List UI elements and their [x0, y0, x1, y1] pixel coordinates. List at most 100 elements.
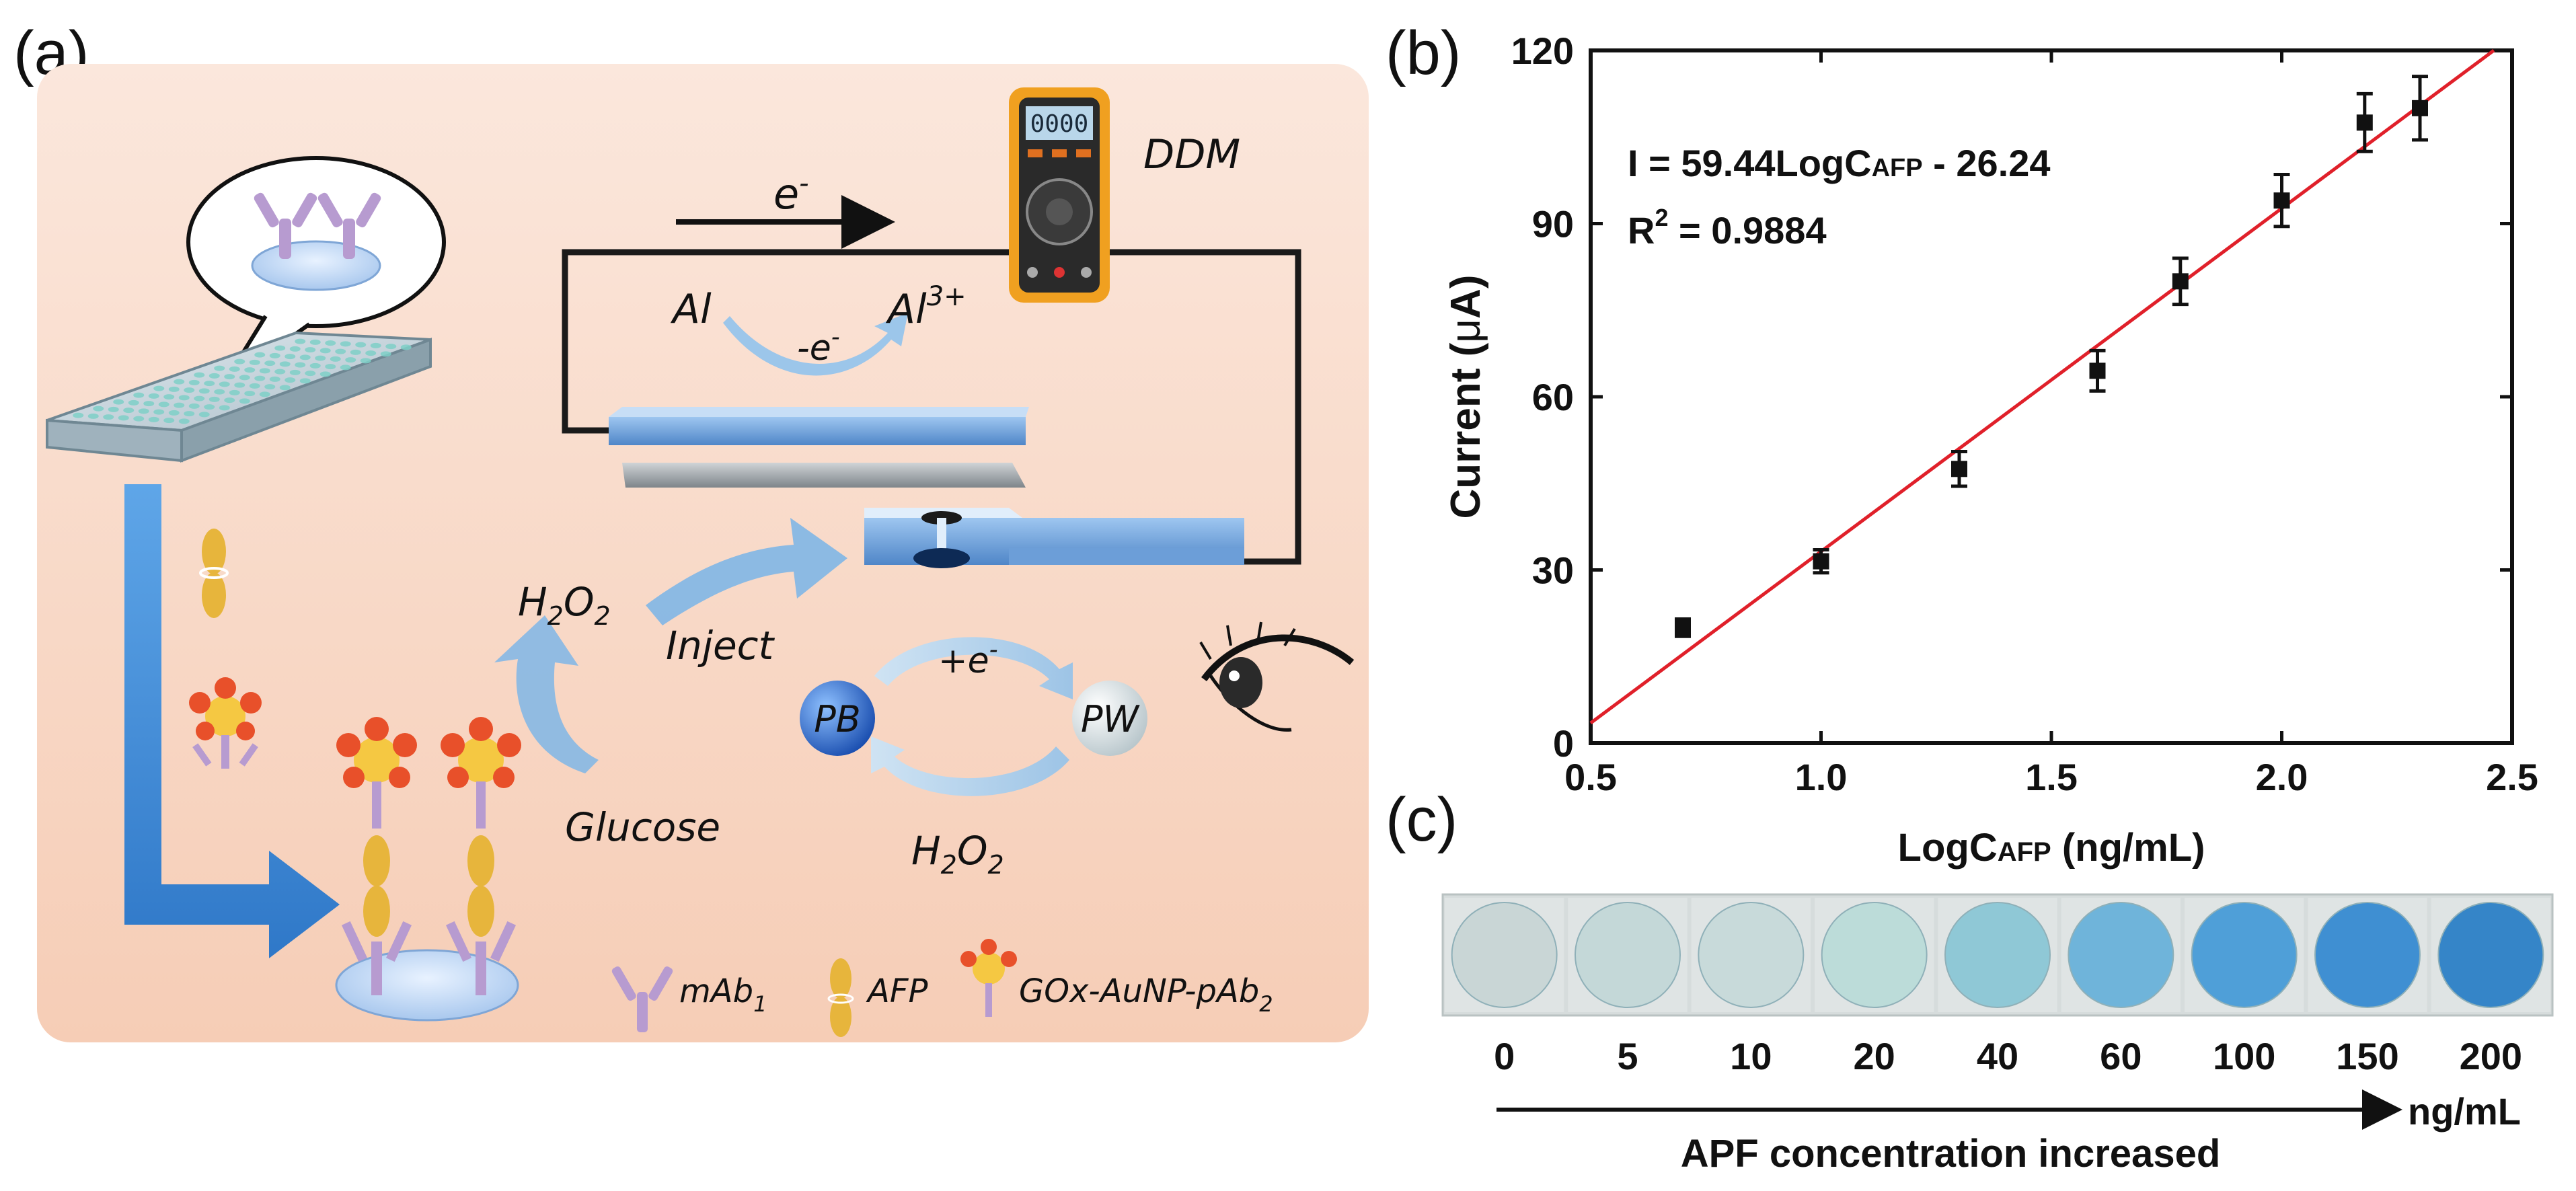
color-spot	[2314, 902, 2421, 1008]
ddm-label: DDM	[1143, 131, 1240, 178]
substrate-oval	[251, 240, 381, 291]
well	[148, 416, 159, 422]
well	[259, 368, 270, 374]
microplate	[46, 331, 432, 463]
well	[400, 344, 412, 350]
svg-text:PB: PB	[814, 698, 861, 740]
well	[254, 375, 266, 381]
well	[229, 389, 240, 395]
well	[239, 375, 250, 381]
x-tick-label: 1.5	[2025, 756, 2078, 798]
data-point	[2273, 192, 2290, 209]
color-spot	[2191, 902, 2298, 1008]
pw-node: PW	[1072, 681, 1147, 756]
color-spot	[2068, 902, 2174, 1008]
well	[254, 352, 266, 358]
speech-bubble	[186, 156, 446, 389]
well	[214, 389, 225, 395]
legend-afp	[827, 958, 854, 1037]
well	[274, 369, 286, 375]
well	[204, 381, 215, 387]
svg-text:PW: PW	[1081, 698, 1141, 740]
x-tick-label: 1.0	[1795, 756, 1848, 798]
well	[153, 409, 165, 415]
unit-label: ng/mL	[2408, 1090, 2521, 1132]
multimeter: 0000	[1009, 87, 1110, 303]
gox-aunp-pab-icon	[189, 677, 262, 769]
well	[319, 371, 331, 377]
antibody-icon	[254, 192, 317, 259]
well	[128, 399, 139, 406]
legend-gox-label: GOx-AuNP-pAb2	[1019, 972, 1273, 1017]
y-tick-label: 0	[1553, 722, 1574, 765]
y-axis-label: Current (μA)	[1443, 275, 1489, 519]
y-tick-label: 90	[1532, 203, 1574, 245]
oxidation-arrow-bottom	[871, 736, 1069, 796]
electron-label: e-	[773, 168, 809, 219]
well	[209, 373, 220, 379]
reduction-arrow-top	[874, 637, 1073, 699]
colorimetric-strip	[1441, 893, 2554, 1017]
well	[163, 394, 175, 400]
well	[224, 374, 235, 380]
caption-label: APF concentration increased	[1681, 1132, 2221, 1176]
color-spot	[1698, 902, 1805, 1008]
well	[355, 342, 367, 348]
color-spot	[1575, 902, 1681, 1008]
r2-label: R2 = 0.9884	[1628, 204, 1827, 252]
data-point	[1813, 553, 1829, 570]
process-arrow	[124, 484, 340, 958]
well	[289, 346, 301, 352]
well	[219, 381, 230, 387]
well	[279, 385, 291, 391]
well	[264, 384, 276, 390]
well	[133, 392, 145, 398]
x-tick-label: 2.0	[2256, 756, 2308, 798]
well	[315, 355, 326, 361]
well	[108, 406, 119, 412]
legend-mab	[611, 966, 673, 1032]
well	[153, 385, 165, 391]
well	[158, 401, 169, 408]
concentration-label: 150	[2336, 1035, 2398, 1077]
well	[295, 338, 306, 344]
aluminum-electrode	[609, 407, 1029, 445]
al-label: Al	[670, 286, 712, 333]
antibody-icon	[317, 192, 381, 259]
afp-icon	[199, 529, 229, 618]
h2o2-left-label: H2O2	[518, 579, 611, 631]
well	[295, 362, 306, 368]
well	[209, 396, 220, 402]
well	[229, 366, 240, 372]
well	[188, 403, 200, 409]
al3-label: Al3+	[885, 281, 967, 333]
well	[330, 356, 341, 362]
well	[73, 412, 84, 418]
well	[234, 382, 245, 388]
well	[148, 393, 159, 399]
well	[239, 398, 250, 404]
sandwich-complex	[335, 717, 521, 1022]
well	[370, 342, 381, 348]
well	[178, 418, 190, 424]
well	[198, 388, 210, 394]
well	[345, 357, 356, 363]
well	[163, 418, 175, 424]
concentration-label: 20	[1854, 1035, 1895, 1077]
color-spot	[1821, 902, 1928, 1008]
data-point	[1951, 461, 1967, 477]
color-spot	[1944, 902, 2051, 1008]
well	[299, 378, 311, 384]
well	[264, 360, 276, 367]
well	[309, 339, 321, 345]
y-tick-label: 30	[1532, 549, 1574, 592]
well	[178, 395, 190, 401]
concentration-label: 60	[2100, 1035, 2142, 1077]
well	[184, 387, 195, 393]
data-point	[1675, 619, 1691, 636]
well	[198, 412, 210, 418]
pb-electrode	[864, 508, 1244, 568]
well	[204, 404, 215, 410]
well	[174, 379, 185, 385]
